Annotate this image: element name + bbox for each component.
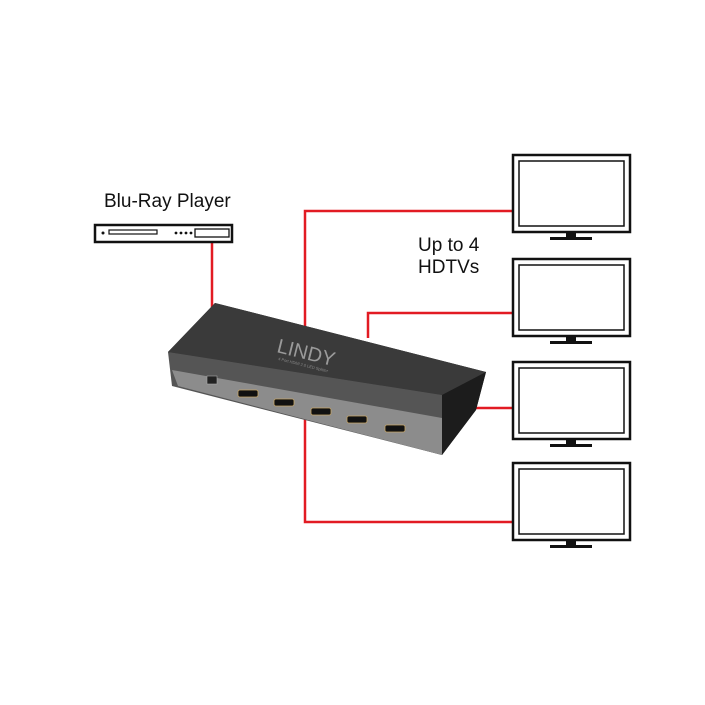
hdtv-label-line2: HDTVs bbox=[418, 256, 480, 278]
blu-ray-player-icon bbox=[93, 223, 234, 244]
blu-ray-label: Blu-Ray Player bbox=[104, 191, 231, 212]
cable-tv-4 bbox=[303, 418, 513, 524]
hdtv-icon bbox=[511, 257, 632, 344]
hdmi-splitter-device: LINDY 4 Port HDMI 2.0 LED Splitter bbox=[168, 303, 486, 455]
cable-tv-1 bbox=[303, 209, 513, 330]
hdtv-icon bbox=[511, 153, 632, 240]
hdtv-label: Up to 4 HDTVs bbox=[418, 235, 479, 279]
hdtv-icon bbox=[511, 461, 632, 548]
hdtv-label-line1: Up to 4 bbox=[418, 235, 480, 256]
hdtv-icon bbox=[511, 360, 632, 447]
cable-tv-2 bbox=[366, 311, 513, 338]
